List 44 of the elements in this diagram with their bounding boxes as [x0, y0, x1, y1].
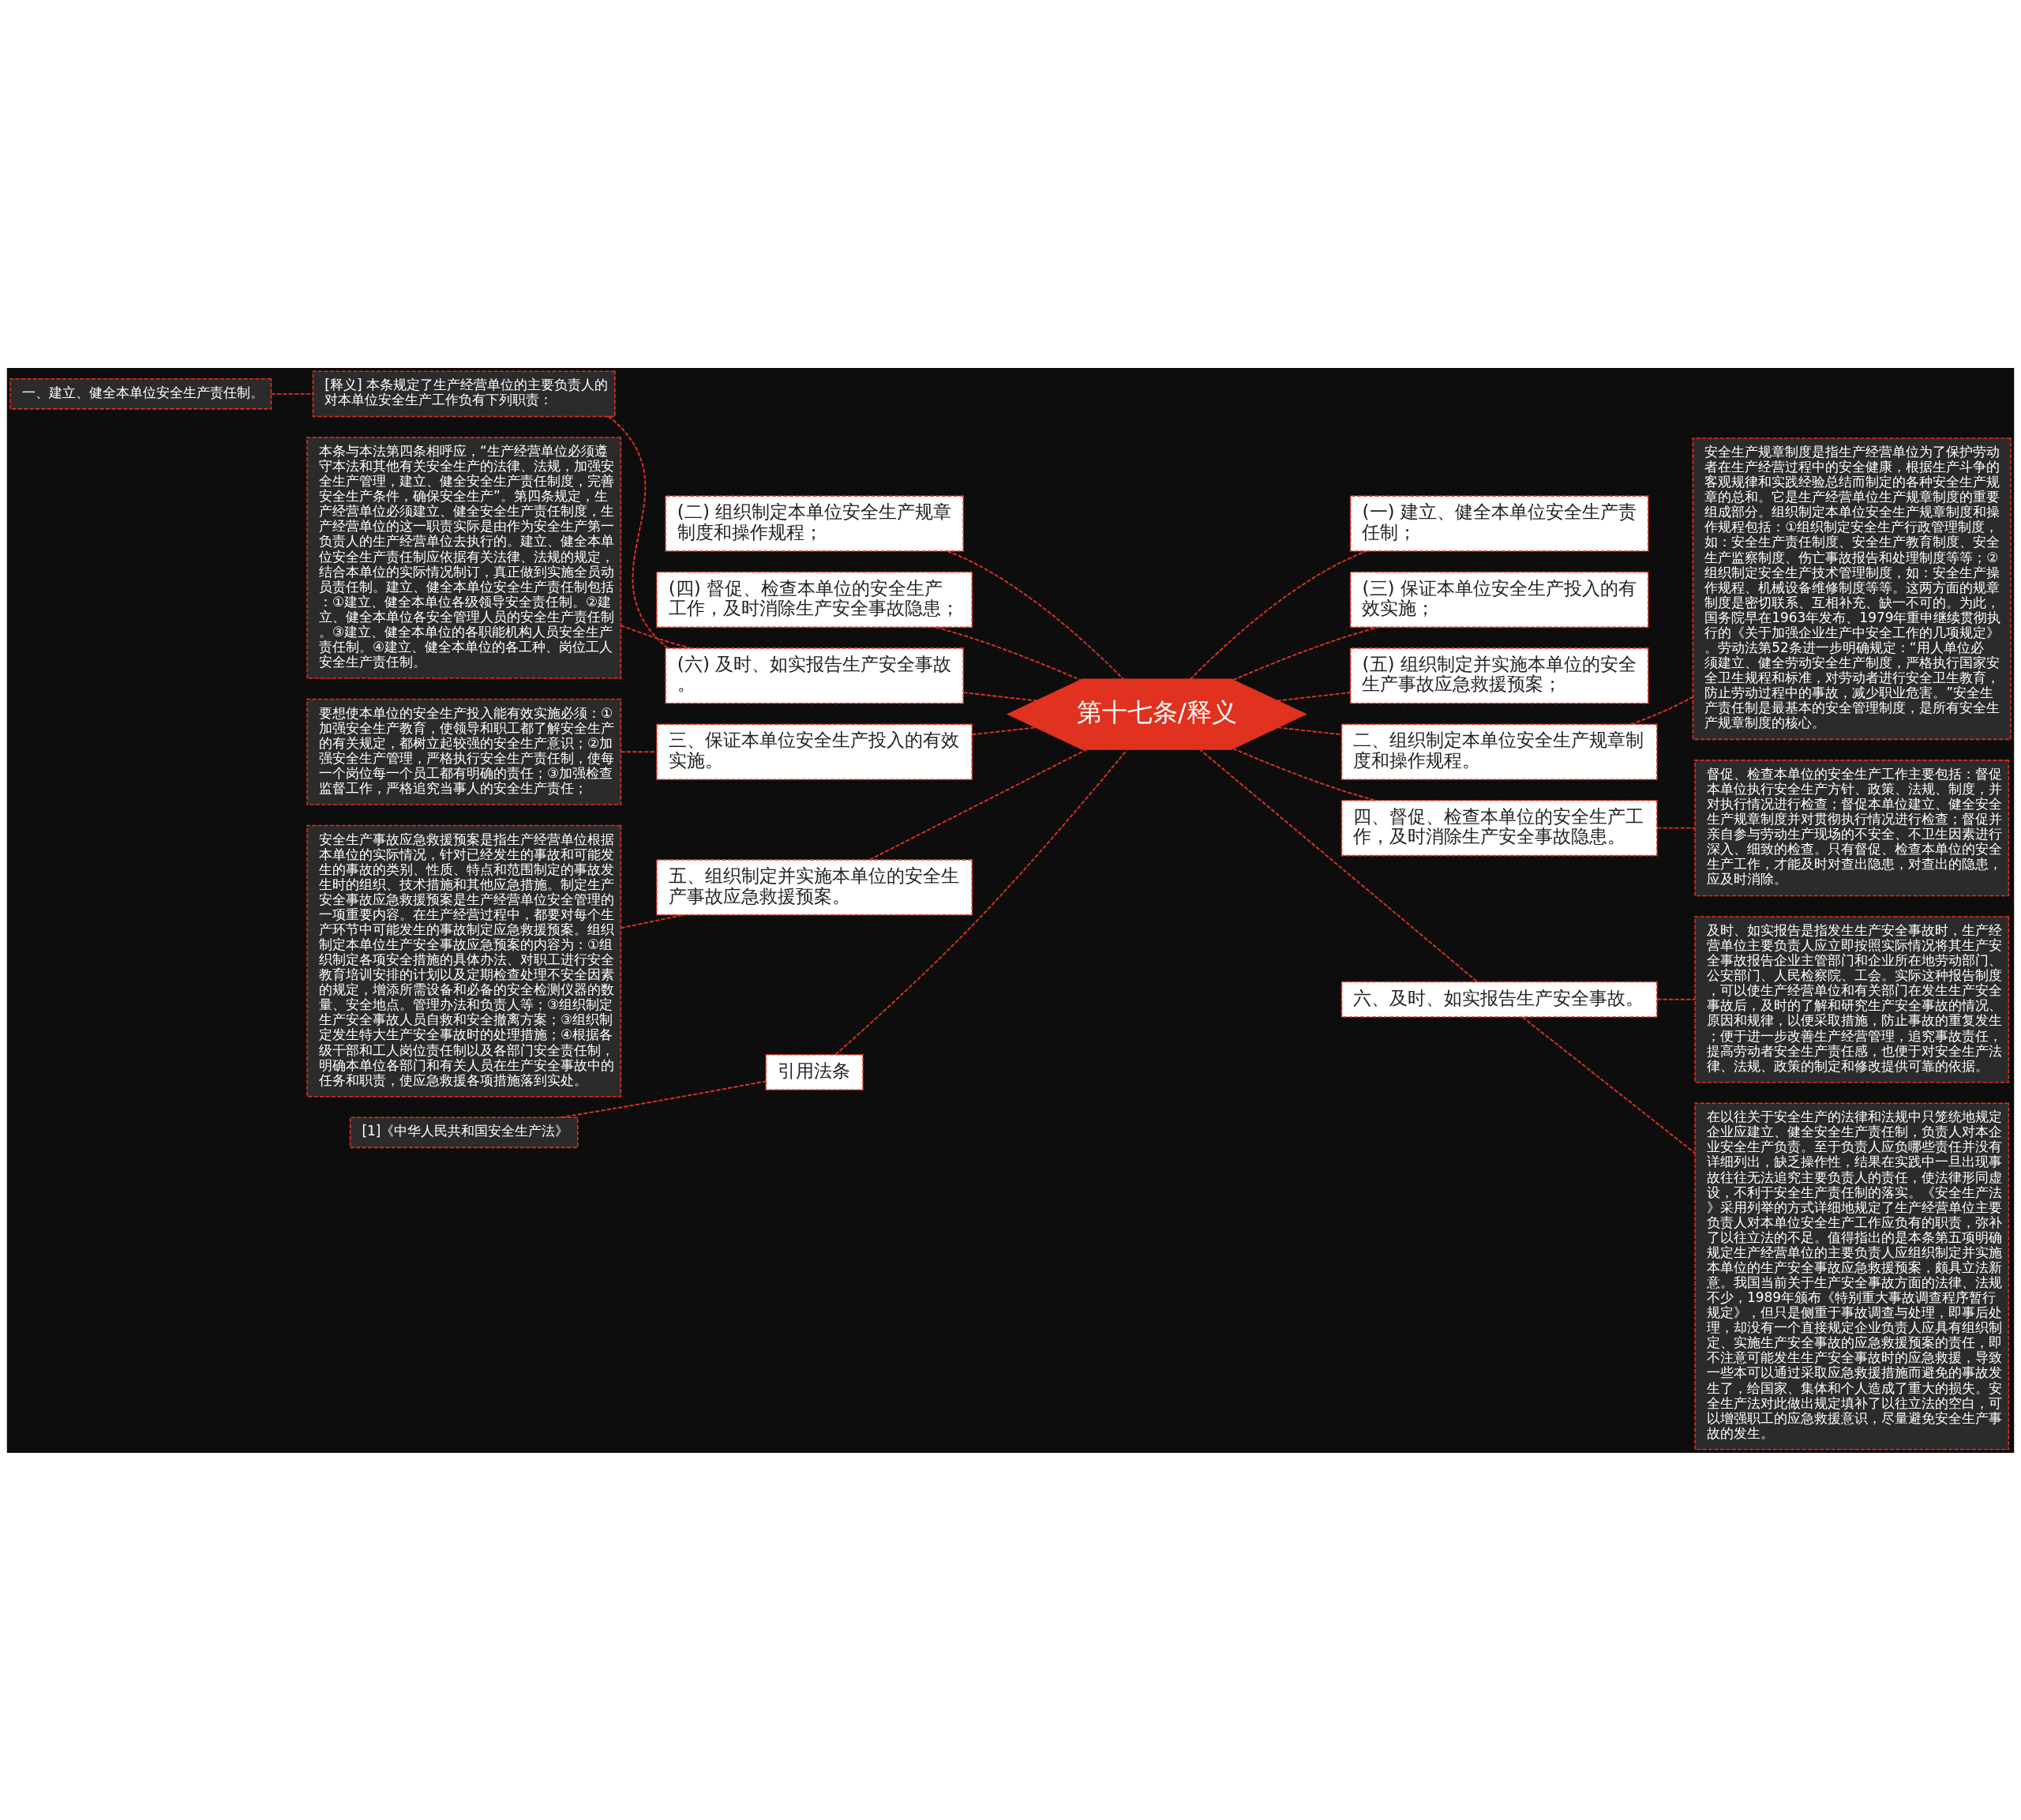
- connector: [607, 415, 669, 649]
- node-box: 安全生产规章制度是指生产经营单位为了保护劳动者在生产经营过程中的安全健康，根据生产斗争的客观规律和实践经验总结而制定的各种安全生产规章的总和。它是生产经营单位生产规章制度的重要组成部分。组织制定本单位安全生产规章制度和操作规程包括：①组织制定安全生产行政管理制度，如：安全生产责任制度、安全生产教育制度、安全生产监察制度、伤亡事故报告和处理制度等等；②组织制定安全生产技术管理制度，如：安全生产操作规程、机械设备维修制度等等。这两方面的规章制度是密切联系、互相补充、缺一不可的。为此，国务院早在1963年发布、1979年重申继续贯彻执行的《关于加强企业生产中安全工作的几项规定》。劳动法第52条进一步明确规定：“用人单位必须建立、健全劳动安全生产制度，严格执行国家安全卫生规程和标准，对劳动者进行安全卫生教育，防止劳动过程中的事故，减少职业危害。”安全生产责任制是最基本的安全管理制度，是所有安全生产规章制度的核心。: [1692, 437, 2012, 740]
- node-box: 一、建立、健全本单位安全生产责任制。: [9, 377, 272, 410]
- connector: [947, 550, 1125, 680]
- connector: [834, 748, 1129, 1056]
- connector: [971, 726, 1037, 735]
- connector: [560, 1079, 767, 1118]
- connector: [1277, 726, 1343, 735]
- node-box: 督促、检查本单位的安全生产工作主要包括：督促本单位执行安全生产方针、政策、法规、制度，并对执行情况进行检查；督促本单位建立、健全安全生产规章制度并对贯彻执行情况进行检查；督促并亲自参与劳动生产现场的不安全、不卫生因素进行深入、细致的检查。只有督促、检查本单位的安全生产工作，才能及时对查出隐患，对查出的隐患，应及时消除。: [1694, 759, 2010, 896]
- connector: [620, 914, 684, 929]
- connector: [962, 691, 1037, 701]
- node-box: 六、及时、如实报告生产安全事故。: [1340, 981, 1658, 1018]
- node-box: (四) 督促、检查本单位的安全生产工作，及时消除生产安全事故隐患；: [656, 571, 973, 628]
- node-box: 三、保证本单位安全生产投入的有效实施。: [656, 723, 973, 780]
- connector: [620, 624, 692, 649]
- node-box: 及时、如实报告是指发生生产安全事故时，生产经营单位主要负责人应立即按照实际情况将其生产安全事故报告企业主管部门和企业所在地劳动部门、公安部门、人民检察院、工会。实际这种报告制度，可以使生产经营单位和有关部门在发生生产安全事故后，及时的了解和研究生产安全事故的情况、原因和规律，以便采取措施，防止事故的重复发生；便于进一步改善生产经营管理，追究事故责任，提高劳动者安全生产责任感，也便于对安全生产法律、法规、政策的制定和修改提供可靠的依据。: [1694, 915, 2010, 1083]
- connector: [270, 392, 314, 395]
- connector: [1232, 747, 1377, 801]
- node-box: 引用法条: [765, 1053, 864, 1090]
- node-box: (五) 组织制定并实施本单位的安全生产事故应急救援预案；: [1349, 647, 1649, 704]
- connector: [868, 748, 1089, 861]
- node-box: 本条与本法第四条相呼应，“生产经营单位必须遵守本法和其他有关安全生产的法律、法规，加强安全生产管理，建立、健全安全生产责任制度，完善安全生产条件，确保安全生产”。第四条规定，生产经营单位必须建立、健全安全生产责任制度，生产经营单位的这一职责实际是由作为安全生产第一负责人的生产经营单位去执行的。建立、健全本单位安全生产责任制应依据有关法律、法规的规定，结合本单位的实际情况制订，真正做到实施全员动员责任制。建立、健全本单位安全生产责任制包括：①建立、健全本单位各级领导安全责任制。②建立、健全本单位各安全管理人员的安全生产责任制。③建立、健全本单位的各职能机构人员安全生产责任制。④建立、健全本单位的各工种、岗位工人安全生产责任制。: [306, 436, 622, 679]
- node-box: 二、组织制定本单位安全生产规章制度和操作规程。: [1340, 723, 1658, 780]
- node-box: (六) 及时、如实报告生产安全事故。: [665, 647, 964, 704]
- node-box: 五、组织制定并实施本单位的安全生产事故应急救援预案。: [656, 858, 973, 916]
- node-box: 在以往关于安全生产的法律和法规中只笼统地规定企业应建立、健全安全生产责任制，负责人对本企业安全生产负责。至于负责人应负哪些责任并没有详细列出，缺乏操作性，结果在实践中一旦出现事故往往无法追究主要负责人的责任，使法律形同虚设，不利于安全生产责任制的落实。《安全生产法》采用列举的方式详细地规定了生产经营单位主要负责人对本单位安全生产工作应负有的职责，弥补了以往立法的不足。值得指出的是本条第五项明确规定生产经营单位的主要负责人应组织制定并实施本单位的生产安全事故应急救援预案，颇具立法新意。我国当前关于生产安全事故方面的法律、法规不少，1989年颁布《特别重大事故调查程序暂行规定》，但只是侧重于事故调查与处理，即事后处理，却没有一个直接规定企业负责人应具有组织制定、实施生产安全事故的应急救援预案的责任，即不注意可能发生生产安全事故时的应急救援，导致一些本可以通过采取应急救援措施而避免的事故发生了，给国家、集体和个人造成了重大的损失。安全生产法对此做出规定填补了以往立法的空白，可以增强职工的应急救援意识，尽量避免安全生产事故的发生。: [1694, 1101, 2010, 1450]
- node-box: (三) 保证本单位安全生产投入的有效实施；: [1349, 571, 1649, 628]
- connector: [1198, 748, 1478, 982]
- node-box: 安全生产事故应急救援预案是指生产经营单位根据本单位的实际情况，针对已经发生的事故和可能发生的事故的类别、性质、特点和范围制定的事故发生时的组织、技术措施和其他应急措施。制定生产安全事故应急救援预案是生产经营单位安全管理的一项重要内容。在生产经营过程中，都要对每个生产环节中可能发生的事故制定应急救援预案。组织制定本单位生产安全事故应急预案的内容为：①组织制定各项安全措施的具体办法、对职工进行安全教育培训安排的计划以及定期检查处理不安全因素的规定，增添所需设备和必备的安全检测仪器的数量、安全地点。管理办法和负责人等；③组织制定生产安全事故人员自救和安全撤离方案；③组织制定发生特大生产安全事故时的处理措施；④根据各级干部和工人岗位责任制以及各部门安全责任制，明确本单位各部门和有关人员在生产安全事故中的任务和职责，使应急救援各项措施落到实处。: [306, 824, 622, 1097]
- connector: [1276, 691, 1352, 701]
- connector: [1521, 1015, 1696, 1154]
- connector: [1656, 998, 1696, 1000]
- connector: [620, 750, 658, 752]
- connector: [1656, 827, 1696, 829]
- node-box: 四、督促、检查本单位的安全生产工作，及时消除生产安全事故隐患。: [1340, 799, 1658, 856]
- connector: [1232, 625, 1379, 681]
- node-box: 要想使本单位的安全生产投入能有效实施必须：①加强安全生产教育，使领导和职工都了解安全生产的有关规定，都树立起较强的安全生产意识；②加强安全生产管理，严格执行安全生产责任制，使每一个岗位每一个员工都有明确的责任；③加强检查监督工作，严格追究当事人的安全生产责任；: [306, 698, 622, 805]
- node-box: [1]《中华人民共和国安全生产法》: [349, 1116, 579, 1148]
- connector: [1189, 550, 1367, 680]
- connector: [935, 625, 1082, 681]
- node-box: (一) 建立、健全本单位安全生产责任制；: [1349, 494, 1649, 552]
- node-box: [释义] 本条规定了生产经营单位的主要负责人的对本单位安全生产工作负有下列职责：: [312, 370, 616, 417]
- connector: [1629, 696, 1694, 725]
- node-box: (二) 组织制定本单位安全生产规章制度和操作规程；: [665, 494, 964, 552]
